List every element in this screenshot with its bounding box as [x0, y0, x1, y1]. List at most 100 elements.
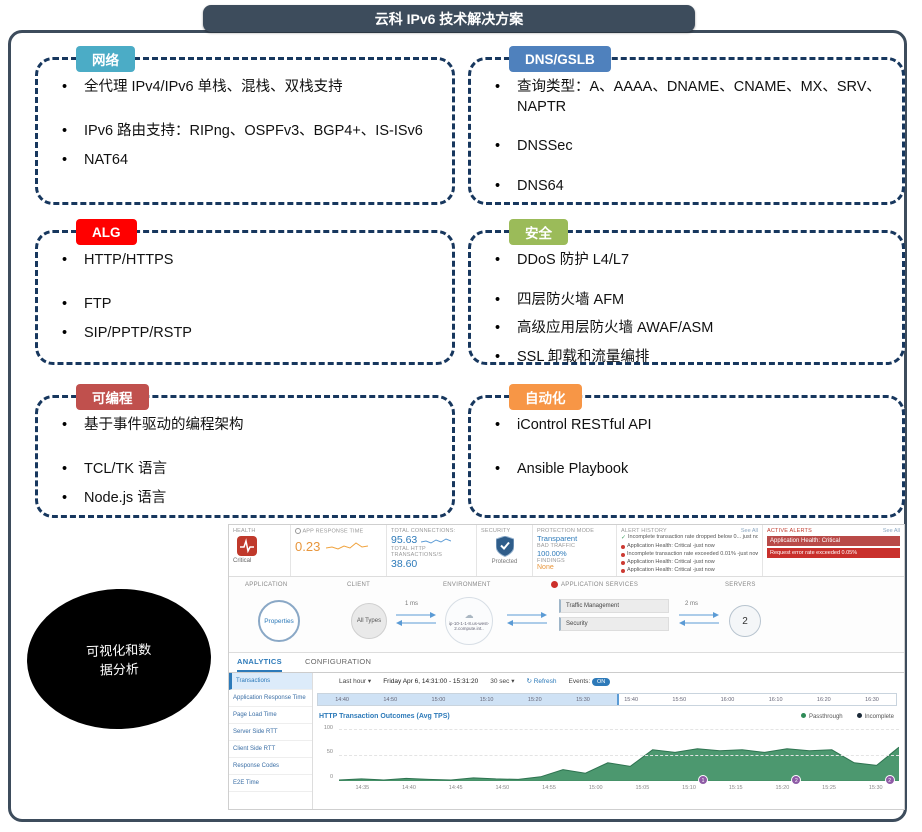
events-toggle[interactable]: Events: ON [569, 677, 611, 686]
events-state-pill: ON [592, 677, 611, 686]
date-range-label: Friday Apr 6, 14:31:00 - 15:31:20 [383, 677, 479, 685]
critical-dot-icon [621, 568, 625, 573]
time-range-slider[interactable]: 14:40 14:50 15:00 15:10 15:20 15:30 15:4… [317, 693, 897, 706]
arrow-pair-icon [507, 612, 547, 626]
servers-node[interactable]: 2 [729, 605, 761, 637]
x-axis-label: 15:10 [682, 785, 696, 791]
time-range-selection[interactable] [318, 694, 619, 705]
servers-node-count: 2 [742, 615, 748, 627]
feature-list-security: DDoS 防护 L4/L7 四层防火墙 AFM 高级应用层防火墙 AWAF/AS… [471, 233, 902, 367]
event-marker[interactable]: 2 [884, 775, 895, 785]
environment-node[interactable]: ☁ ip-10-1-1-8.us-west-2.compute.int.. [445, 597, 493, 645]
page-title: 云科 IPv6 技术解决方案 [203, 5, 695, 32]
sidebar-item-e2e-time[interactable]: E2E Time [229, 775, 312, 792]
alert-history-item: Application Health: Critical -just now [621, 567, 758, 575]
feature-badge-dns-gslb: DNS/GSLB [509, 46, 611, 72]
feature-list-dns-gslb: 查询类型：A、AAAA、DNAME、CNAME、MX、SRV、NAPTR DNS… [471, 60, 902, 196]
sidebar-item-app-response-time[interactable]: Application Response Time [229, 690, 312, 707]
arrow-pair-icon [396, 612, 436, 626]
legend-dot-incomplete [856, 713, 862, 718]
total-connections-value: 95.63 [391, 534, 418, 546]
alert-history-see-all-link[interactable]: See All [740, 528, 758, 534]
x-axis-label: 14:40 [402, 785, 416, 791]
sidebar-item-client-side-rtt[interactable]: Client Side RTT [229, 741, 312, 758]
legend-passthrough: Passthrough [800, 713, 843, 720]
critical-dot-icon [621, 544, 625, 549]
active-alerts-see-all-link[interactable]: See All [882, 528, 900, 534]
x-axis-label: 15:15 [728, 785, 743, 791]
client-all-types-node[interactable]: All Types [351, 603, 387, 639]
x-axis-label: 14:45 [448, 785, 463, 791]
alert-text: Application Health: Critical -just now [627, 542, 715, 549]
x-axis-labels: 14:35 14:40 14:45 14:50 14:55 15:00 15:0… [339, 785, 899, 791]
x-axis-label: 14:50 [495, 785, 510, 791]
refresh-button[interactable]: ↻ Refresh [526, 678, 557, 685]
application-services-column-label: APPLICATION SERVICES [561, 582, 639, 588]
timeline-tick: 14:40 [335, 697, 349, 703]
arrow-pair-icon [679, 612, 719, 626]
timeline-tick: 16:10 [768, 697, 783, 703]
client-node-label: All Types [356, 618, 382, 624]
f5-ball-icon [551, 581, 558, 588]
bad-traffic-caption: BAD TRAFFIC [537, 543, 576, 549]
tab-configuration[interactable]: CONFIGURATION [305, 657, 372, 666]
client-latency-label: 1 ms [405, 601, 419, 607]
feature-item: iControl RESTful API [495, 416, 882, 436]
service-row-traffic-management[interactable]: Traffic Management [559, 599, 669, 613]
shield-protected-icon [495, 535, 514, 558]
feature-item: 全代理 IPv4/IPv6 单栈、混栈、双栈支持 [62, 78, 432, 98]
health-caption: HEALTH [233, 528, 256, 534]
feature-item: DNSSec [495, 137, 882, 157]
analytics-main: Last hour ▾ Friday Apr 6, 14:31:00 - 15:… [313, 673, 904, 809]
feature-item: 查询类型：A、AAAA、DNAME、CNAME、MX、SRV、NAPTR [495, 78, 882, 117]
timeline-tick: 16:00 [720, 697, 735, 703]
response-time-caption-text: APP RESPONSE TIME [302, 528, 364, 535]
feature-item: SIP/PPTP/RSTP [62, 324, 432, 344]
feature-box-automation: 自动化 iControl RESTful API Ansible Playboo… [468, 384, 905, 518]
feature-badge-security: 安全 [509, 219, 568, 245]
feature-item: DNS64 [495, 177, 882, 197]
y-axis-label: 50 [326, 749, 333, 755]
environment-column-label: ENVIRONMENT [443, 582, 491, 588]
sidebar-item-response-codes[interactable]: Response Codes [229, 758, 312, 775]
findings-value: None [537, 564, 554, 571]
sidebar-item-page-load-time[interactable]: Page Load Time [229, 707, 312, 724]
feature-list-automation: iControl RESTful API Ansible Playbook [471, 398, 902, 479]
tps-area-chart [338, 729, 900, 781]
feature-item: DDoS 防护 L4/L7 [495, 251, 882, 271]
alert-history-item: Application Health: Critical -just now [621, 559, 758, 567]
feature-item: TCL/TK 语言 [62, 460, 432, 480]
application-node-label: Properties [264, 617, 294, 625]
feature-item: NAT64 [62, 151, 432, 171]
critical-dot-icon [621, 560, 625, 565]
event-marker[interactable]: 1 [698, 775, 708, 785]
event-marker[interactable]: 2 [791, 775, 802, 785]
tab-bar: ANALYTICS CONFIGURATION [229, 653, 904, 673]
service-row-security[interactable]: Security [559, 617, 669, 631]
x-axis-label: 15:00 [588, 785, 603, 791]
feature-item: 四层防火墙 AFM [495, 291, 882, 311]
interval-dropdown[interactable]: 30 sec ▾ [490, 678, 515, 685]
y-axis-label: 100 [323, 725, 333, 731]
callout-line2: 据分析 [99, 661, 140, 678]
timeline-tick: 15:30 [576, 697, 590, 703]
feature-badge-automation: 自动化 [509, 384, 582, 410]
security-caption: SECURITY [481, 528, 511, 534]
feature-list-network: 全代理 IPv4/IPv6 单栈、混栈、双栈支持 IPv6 路由支持：RIPng… [38, 60, 452, 171]
range-dropdown[interactable]: Last hour ▾ [339, 678, 372, 685]
response-time-value: 0.23 [295, 538, 321, 554]
sidebar-item-transactions[interactable]: Transactions [229, 673, 312, 690]
feature-item: SSL 卸载和流量编排 [495, 348, 882, 368]
feature-item: HTTP/HTTPS [62, 251, 432, 271]
check-icon: ✓ [621, 535, 627, 541]
feature-item: 高级应用层防火墙 AWAF/ASM [495, 319, 882, 339]
client-column-label: CLIENT [347, 582, 371, 588]
feature-list-alg: HTTP/HTTPS FTP SIP/PPTP/RSTP [38, 233, 452, 344]
refresh-label: Refresh [533, 678, 557, 685]
kpi-health: HEALTH Critical [229, 525, 291, 576]
application-properties-node[interactable]: Properties [258, 600, 300, 642]
sidebar-item-server-side-rtt[interactable]: Server Side RTT [229, 724, 312, 741]
tab-analytics[interactable]: ANALYTICS [237, 657, 282, 672]
x-axis-label: 14:35 [355, 785, 370, 791]
